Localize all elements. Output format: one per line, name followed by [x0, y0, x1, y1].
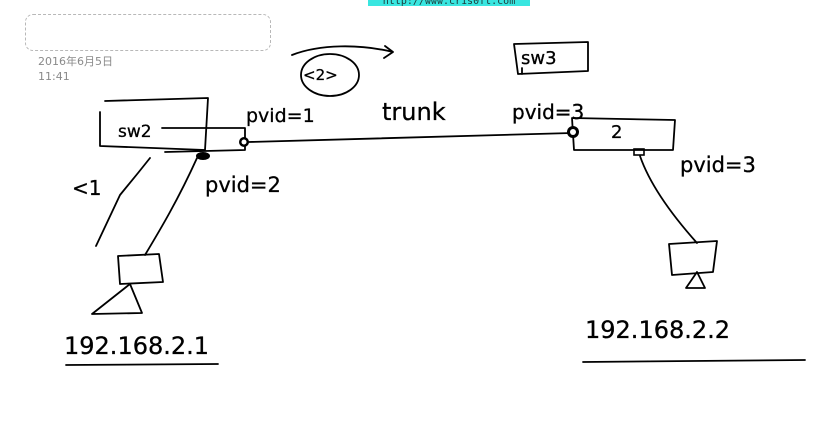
- trunk-label: trunk: [382, 98, 446, 126]
- left-host-ip: 192.168.2.1: [64, 332, 219, 366]
- left-link-line: [95, 157, 151, 247]
- left-mark-label: <1: [72, 176, 101, 200]
- left-access-pvid-label: pvid=2: [205, 173, 281, 197]
- left-host-cable: [144, 157, 198, 256]
- right-trunk-port: [567, 126, 579, 138]
- right-host-ip-label: 192.168.2.2: [585, 316, 730, 344]
- note-timestamp: 2016年6月5日 11:41: [38, 54, 113, 84]
- left-access-port: [196, 152, 210, 160]
- right-trunk-pvid-label: pvid=3: [512, 100, 584, 124]
- url-banner[interactable]: http://www.cr1s0ft.com: [368, 0, 530, 6]
- left-trunk-pvid-label: pvid=1: [246, 105, 315, 127]
- trunk-cable: [248, 132, 573, 143]
- left-trunk-port: [239, 137, 249, 147]
- right-access-pvid-label: pvid=3: [680, 153, 756, 177]
- note-title-box[interactable]: [25, 14, 271, 51]
- right-switch-port-number: 2: [611, 122, 622, 143]
- left-switch-label: sw2: [118, 122, 152, 142]
- left-host-pc: [91, 253, 164, 315]
- top-mark-label: <2>: [303, 66, 338, 84]
- right-switch-name: sw3: [513, 41, 589, 75]
- note-date: 2016年6月5日: [38, 55, 113, 68]
- left-switch: sw2: [99, 97, 246, 153]
- note-time: 11:41: [38, 70, 70, 83]
- right-host-ip: 192.168.2.2: [582, 316, 806, 363]
- right-host-pc: [668, 240, 718, 289]
- left-host-ip-label: 192.168.2.1: [64, 332, 209, 360]
- right-switch-label: sw3: [521, 48, 557, 69]
- right-host-cable: [639, 155, 698, 244]
- right-access-port: [633, 148, 645, 156]
- top-mark: <2>: [291, 45, 394, 97]
- right-switch: 2: [571, 117, 676, 151]
